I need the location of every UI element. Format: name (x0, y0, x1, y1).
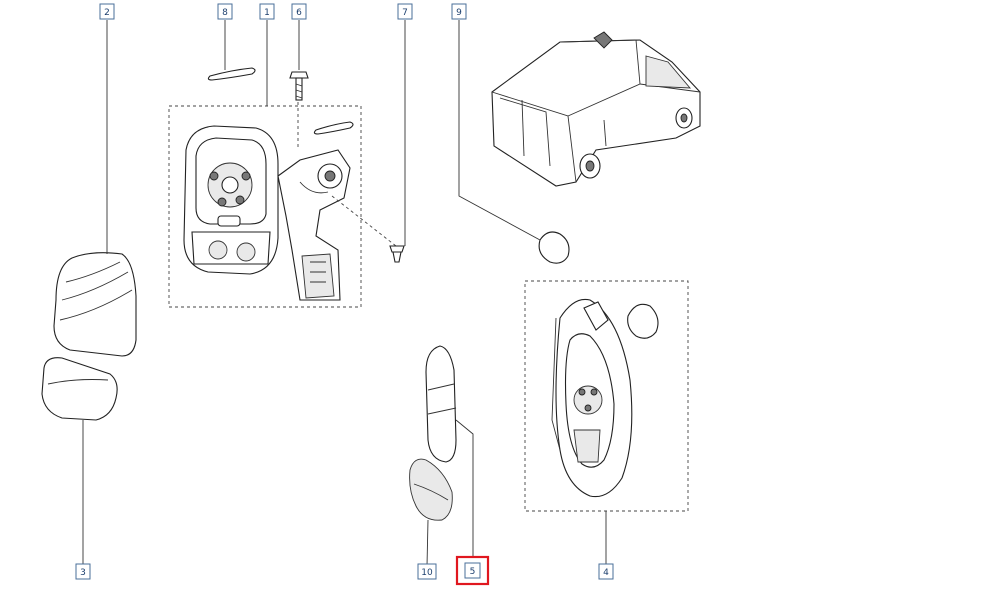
part-6-bolt (289, 71, 309, 101)
mirror-assembly-4 (524, 280, 689, 512)
callout-5-label: 5 (470, 567, 476, 577)
callout-4[interactable]: 4 (598, 563, 614, 580)
callout-7-label: 7 (402, 8, 408, 18)
callout-6-label: 6 (296, 8, 302, 18)
callout-layer: 2 8 1 6 7 9 3 10 (75, 3, 614, 586)
part-7-screw (389, 245, 405, 263)
callout-6[interactable]: 6 (291, 3, 307, 20)
van-illustration (491, 31, 701, 187)
callout-9[interactable]: 9 (451, 3, 467, 20)
callout-1-label: 1 (264, 8, 270, 18)
part-2-mirror-glass (53, 252, 137, 357)
callout-5[interactable]: 5 (455, 555, 490, 586)
part-8-clip-secondary (313, 121, 354, 135)
callout-3[interactable]: 3 (75, 563, 91, 580)
part-10-lower-glass (409, 458, 453, 521)
part-3-lower-mirror (41, 357, 118, 421)
callout-3-label: 3 (80, 568, 86, 578)
mirror-assembly-1 (168, 72, 397, 308)
callout-4-label: 4 (603, 568, 609, 578)
callout-7[interactable]: 7 (397, 3, 413, 20)
leader-lines (82, 20, 607, 567)
callout-5-highlight (455, 555, 490, 586)
callout-8-label: 8 (222, 8, 228, 18)
callout-9-label: 9 (456, 8, 462, 18)
callout-10[interactable]: 10 (417, 563, 437, 580)
part-9-cap (538, 231, 570, 264)
callout-8[interactable]: 8 (217, 3, 233, 20)
part-5-glass (425, 345, 457, 463)
callout-1[interactable]: 1 (259, 3, 275, 20)
callout-2[interactable]: 2 (99, 3, 115, 20)
callout-10-label: 10 (421, 568, 433, 578)
callout-2-label: 2 (104, 8, 110, 18)
part-8-clip (207, 67, 256, 81)
